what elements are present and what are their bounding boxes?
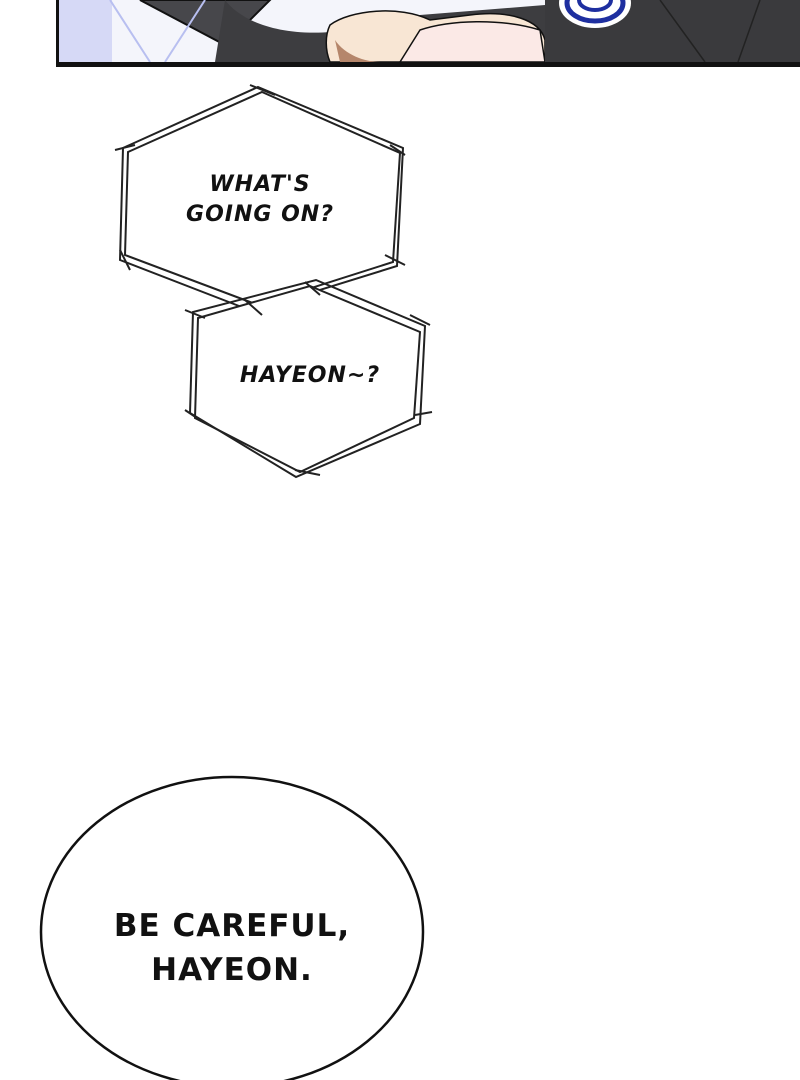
speech-bubble-3-border	[39, 775, 425, 1080]
bubble-1-text: WHAT'S GOING ON?	[160, 170, 360, 230]
speech-bubble-1-border	[114, 84, 433, 479]
bubble-3-text: BE CAREFUL, HAYEON.	[82, 904, 382, 992]
bubble-3-line-2: HAYEON.	[151, 952, 313, 988]
bubble-3-line-1: BE CAREFUL,	[113, 908, 351, 944]
bubble-2-text: HAYEON~?	[239, 363, 381, 388]
bubble-1-line-1: WHAT'S	[209, 172, 311, 197]
top-panel	[56, 0, 800, 67]
bubble-1-line-2: GOING ON?	[186, 202, 334, 227]
